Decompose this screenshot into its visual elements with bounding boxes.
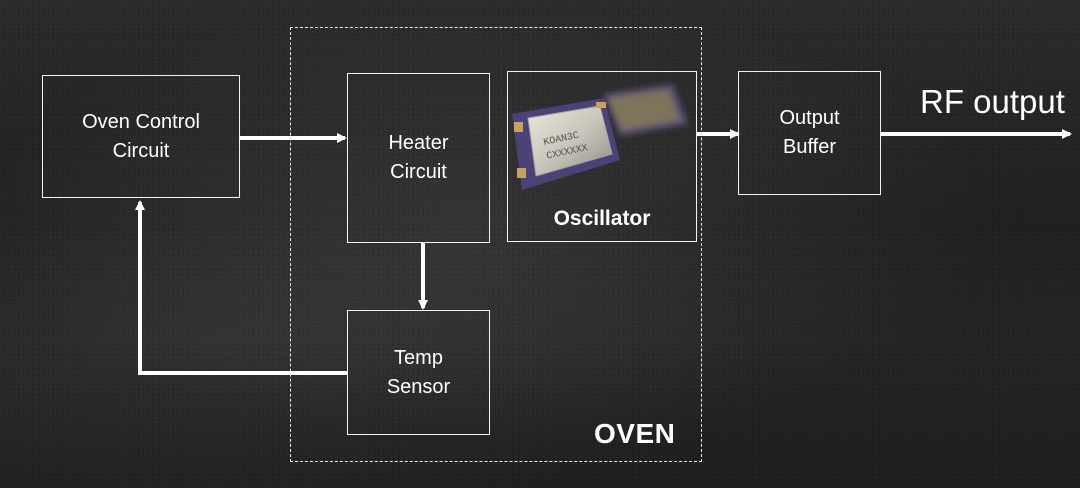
crystal-chip-image: KOAN3C CXXXXXX xyxy=(512,84,688,190)
oven-label: OVEN xyxy=(594,418,676,449)
oven-boundary xyxy=(290,27,702,462)
rf-output-label: RF output xyxy=(920,83,1065,120)
oven-control-circuit-block: Oven Control Circuit xyxy=(42,75,240,198)
output-buffer-block: Output Buffer xyxy=(738,71,881,195)
oven-control-label-line2: Circuit xyxy=(112,139,170,162)
heater-label-line2: Circuit xyxy=(390,161,447,183)
output-buffer-label-line2: Buffer xyxy=(782,136,836,158)
heater-label-line1: Heater xyxy=(388,132,449,154)
oscillator-label: Oscillator xyxy=(553,207,651,230)
temp-sensor-label-line1: Temp xyxy=(394,346,443,369)
oven-control-label-line1: Oven Control xyxy=(82,110,200,133)
output-buffer-label-line1: Output xyxy=(779,107,840,129)
temp-sensor-block: Temp Sensor xyxy=(347,310,490,435)
oscillator-block: KOAN3C CXXXXXX Oscillator xyxy=(507,71,697,242)
heater-circuit-block: Heater Circuit xyxy=(347,73,490,243)
temp-sensor-label-line2: Sensor xyxy=(386,375,451,398)
arrow-sensor-to-control xyxy=(135,200,347,375)
